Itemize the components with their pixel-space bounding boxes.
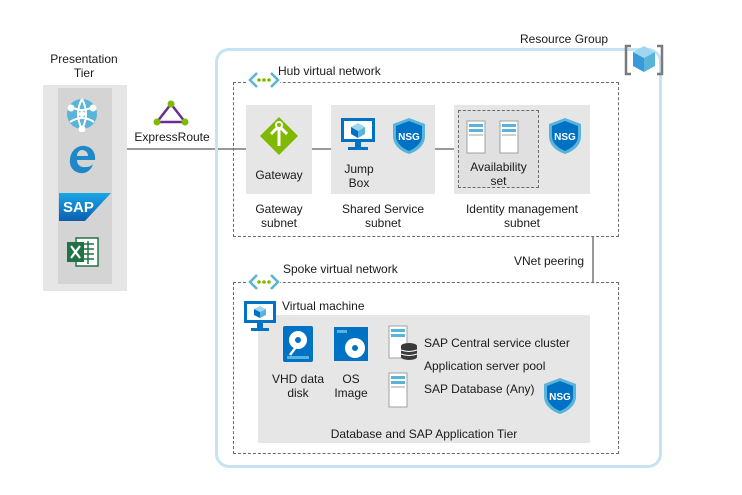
gateway-icon	[260, 117, 298, 155]
presentation-title-line1: Presentation	[50, 52, 118, 66]
virtual-machine-label: Virtual machine	[282, 299, 365, 313]
svg-text:SAP: SAP	[63, 199, 94, 216]
jump-box-label: Jump Box	[336, 162, 382, 190]
jump-box-vm-icon	[341, 118, 375, 150]
server-icon	[499, 120, 519, 154]
os-image-icon	[334, 327, 368, 361]
presentation-tier-title: Presentation Tier	[40, 52, 128, 80]
expressroute-icon	[153, 100, 189, 126]
availability-set-label: Availability set	[458, 160, 539, 188]
svg-text:NSG: NSG	[398, 132, 420, 143]
gateway-subnet-label: Gateway subnet	[240, 202, 318, 230]
hub-vnet-label: Hub virtual network	[278, 64, 381, 78]
browser-globe-icon	[67, 98, 97, 132]
sap-database-server-icon	[388, 372, 408, 408]
os-image-label-line2: Image	[334, 386, 368, 400]
sap-logo-icon: SAP	[59, 193, 111, 221]
virtual-machine-icon	[244, 301, 276, 331]
sap-central-service-cluster-label: SAP Central service cluster	[424, 336, 570, 350]
presentation-title-line2: Tier	[73, 66, 95, 80]
application-server-pool-label: Application server pool	[424, 359, 546, 373]
vhd-data-disk-icon	[283, 326, 313, 362]
resource-group-boundary	[215, 48, 662, 468]
gateway-subnet-label-line2: subnet	[260, 216, 298, 230]
os-image-label-line1: OS	[342, 372, 360, 386]
nsg-shield-icon: NSG	[549, 118, 581, 154]
hub-vnet-boundary	[233, 82, 619, 237]
spoke-vnet-label: Spoke virtual network	[283, 262, 398, 276]
svg-text:NSG: NSG	[549, 392, 571, 403]
vnet-icon	[248, 272, 280, 292]
virtual-machine-box	[258, 315, 590, 443]
gateway-label: Gateway	[255, 168, 303, 182]
spoke-vnet-boundary	[233, 282, 619, 454]
database-app-tier-label: Database and SAP Application Tier	[330, 427, 518, 441]
expressroute-label: ExpressRoute	[134, 130, 210, 144]
vnet-peering-label: VNet peering	[514, 254, 585, 268]
sap-database-label: SAP Database (Any)	[424, 382, 535, 396]
identity-subnet-label: Identity management subnet	[454, 202, 590, 230]
resource-group-label: Resource Group	[520, 32, 609, 46]
gateway-subnet-label-line1: Gateway	[255, 202, 303, 216]
nsg-shield-icon: NSG	[544, 378, 576, 414]
availability-set-label-line2: set	[490, 174, 507, 188]
os-image-label: OS Image	[322, 372, 380, 400]
vhd-data-disk-label: VHD data disk	[266, 372, 330, 400]
shared-service-subnet-label: Shared Service subnet	[331, 202, 435, 230]
resource-group-icon	[624, 44, 664, 76]
nsg-shield-icon: NSG	[393, 118, 425, 154]
identity-subnet-label-line2: subnet	[503, 216, 541, 230]
vhd-label-line1: VHD data	[271, 372, 325, 386]
vhd-label-line2: disk	[287, 386, 309, 400]
edge-browser-icon	[69, 145, 96, 174]
vnet-icon	[248, 70, 280, 90]
shared-service-subnet-label-line2: subnet	[364, 216, 402, 230]
shared-service-subnet-label-line1: Shared Service	[341, 202, 425, 216]
availability-set-label-line1: Availability	[470, 160, 527, 174]
svg-text:NSG: NSG	[554, 132, 576, 143]
jump-box-label-line2: Box	[348, 176, 370, 190]
excel-icon	[67, 237, 99, 267]
jump-box-label-line1: Jump	[344, 162, 374, 176]
server-icon	[466, 120, 486, 154]
identity-subnet-label-line1: Identity management	[465, 202, 579, 216]
sap-cluster-server-database-icon	[388, 325, 418, 360]
